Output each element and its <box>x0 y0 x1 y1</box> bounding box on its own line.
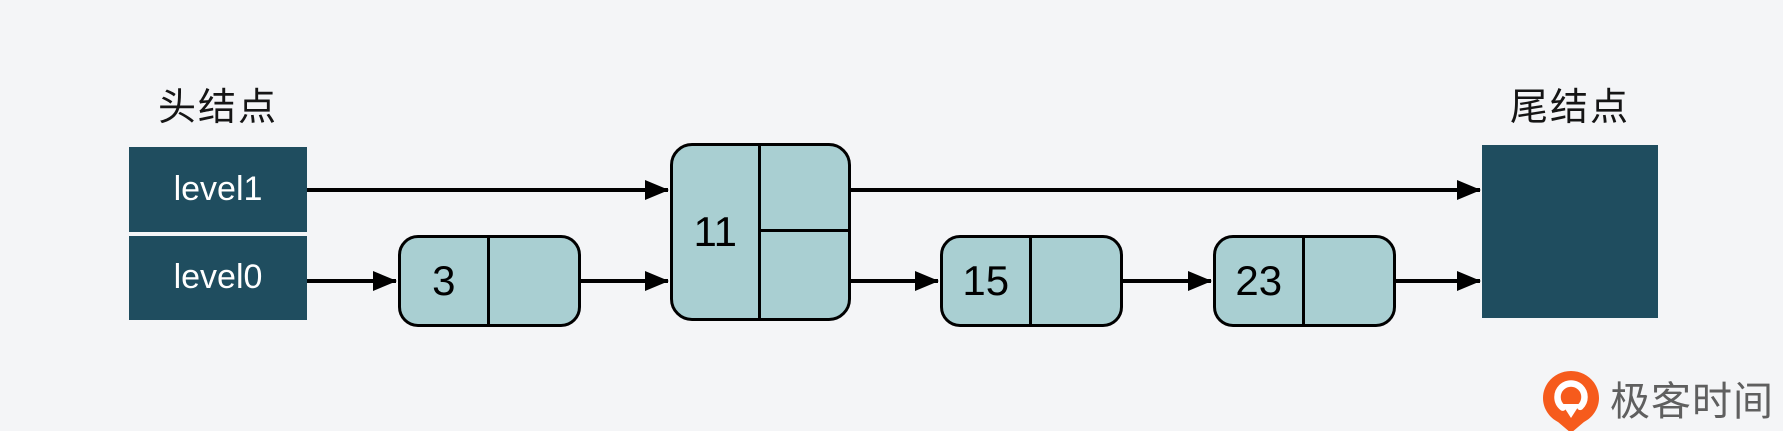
node-11: 11 <box>670 143 851 321</box>
node-3: 3 <box>398 235 581 327</box>
node-23-value: 23 <box>1216 238 1305 324</box>
tail-node <box>1482 145 1658 318</box>
node-3-pointer-cell <box>490 238 579 324</box>
node-15-value: 15 <box>943 238 1032 324</box>
node-23-pointer-cell <box>1305 238 1394 324</box>
node-23: 23 <box>1213 235 1396 327</box>
node-3-value: 3 <box>401 238 490 324</box>
node-11-level0-pointer-cell <box>761 232 849 318</box>
node-15-pointer-cell <box>1032 238 1121 324</box>
tail-node-label: 尾结点 <box>1509 87 1630 129</box>
head-level1-cell: level1 <box>129 147 307 232</box>
geektime-logo-icon <box>1543 371 1599 431</box>
brand-name: 极客时间 <box>1610 380 1774 424</box>
node-11-level1-pointer-cell <box>760 146 848 232</box>
node-15: 15 <box>940 235 1123 327</box>
node-11-value: 11 <box>673 146 761 318</box>
brand-watermark: 极客时间 <box>1542 370 1774 431</box>
head-node: level1 level0 <box>129 147 307 320</box>
head-level0-cell: level0 <box>129 235 307 320</box>
node-11-pointer-column <box>760 146 849 318</box>
head-node-label: 头结点 <box>157 87 278 129</box>
